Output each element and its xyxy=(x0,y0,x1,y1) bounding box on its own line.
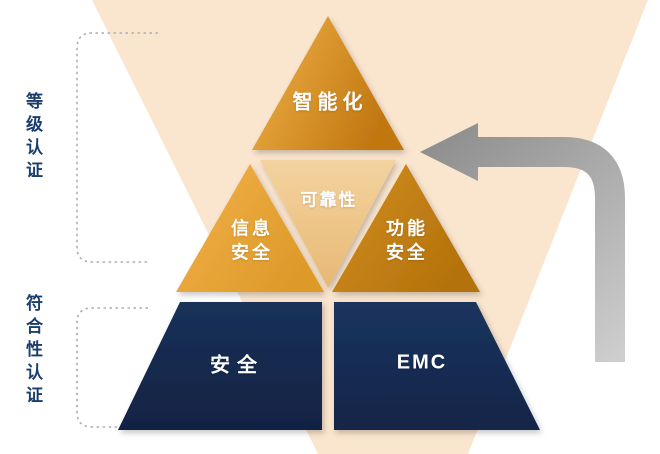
curved-arrow-head xyxy=(420,123,478,181)
label-information-security-line2: 安全 xyxy=(231,243,273,263)
pyramid-middle-left-triangle xyxy=(176,164,324,292)
label-information-security-line1: 信息 xyxy=(231,218,273,239)
curved-arrow-shaft xyxy=(474,137,625,362)
bracket-bottom xyxy=(76,307,148,428)
label-safety: 安全 xyxy=(210,354,264,377)
pyramid-middle-right-triangle xyxy=(332,164,480,292)
side-label-conformity-certification: 符合性认证 xyxy=(23,294,42,409)
label-functional-safety-line1: 功能 xyxy=(386,218,428,239)
label-functional-safety: 功能 安全 xyxy=(386,217,428,266)
curved-arrow xyxy=(420,123,625,362)
pyramid-top-triangle xyxy=(252,16,404,150)
label-information-security: 信息 安全 xyxy=(231,217,273,266)
bracket-top xyxy=(76,32,158,263)
pyramid-center-inverted-triangle xyxy=(260,160,396,288)
label-functional-safety-line2: 安全 xyxy=(386,243,428,263)
pyramid-bottom-right-trapezoid xyxy=(334,302,540,430)
label-emc: EMC xyxy=(396,351,448,374)
pyramid-bottom-left-trapezoid xyxy=(118,302,322,430)
label-intelligence: 智能化 xyxy=(292,91,368,114)
label-reliability: 可靠性 xyxy=(300,190,358,210)
side-label-grade-certification: 等级认证 xyxy=(23,92,42,184)
